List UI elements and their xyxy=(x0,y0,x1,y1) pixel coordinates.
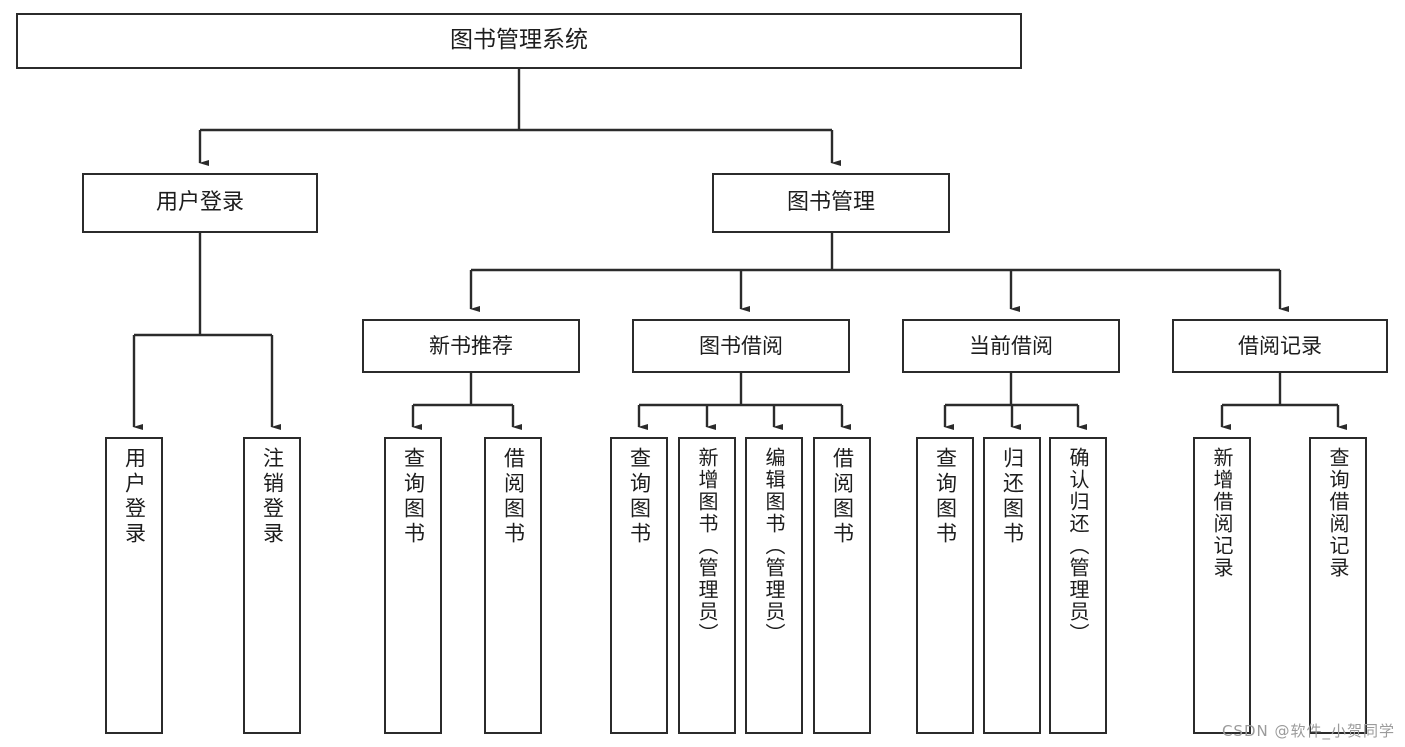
node-leaf-add-book-admin-label: 新增图书（管理员） xyxy=(695,447,719,645)
node-leaf-search-borrow-record-label: 查询借阅记录 xyxy=(1326,447,1350,579)
node-leaf-add-borrow-record[interactable]: 新增借阅记录 xyxy=(1193,437,1251,734)
node-new-book-recommend[interactable]: 新书推荐 xyxy=(362,319,580,373)
node-user-login[interactable]: 用户登录 xyxy=(82,173,318,233)
node-leaf-logout-label: 注销登录 xyxy=(260,447,285,547)
node-leaf-user-login-label: 用户登录 xyxy=(122,447,147,547)
node-leaf-logout[interactable]: 注销登录 xyxy=(243,437,301,734)
watermark: CSDN @软件_小贺同学 xyxy=(1221,722,1395,740)
node-leaf-recommend-borrow-book-label: 借阅图书 xyxy=(501,447,526,547)
node-leaf-return-book[interactable]: 归还图书 xyxy=(983,437,1041,734)
node-current-borrow-label: 当前借阅 xyxy=(969,333,1053,358)
node-book-management[interactable]: 图书管理 xyxy=(712,173,950,233)
node-book-borrow[interactable]: 图书借阅 xyxy=(632,319,850,373)
node-borrow-record-label: 借阅记录 xyxy=(1238,333,1322,358)
node-leaf-confirm-return-admin-label: 确认归还（管理员） xyxy=(1066,447,1090,645)
node-leaf-borrow-book[interactable]: 借阅图书 xyxy=(813,437,871,734)
node-leaf-add-borrow-record-label: 新增借阅记录 xyxy=(1210,447,1234,579)
node-leaf-edit-book-admin-label: 编辑图书（管理员） xyxy=(762,447,786,645)
node-leaf-edit-book-admin[interactable]: 编辑图书（管理员） xyxy=(745,437,803,734)
node-user-login-label: 用户登录 xyxy=(155,190,244,216)
node-leaf-current-search-book[interactable]: 查询图书 xyxy=(916,437,974,734)
node-leaf-borrow-book-label: 借阅图书 xyxy=(830,447,855,547)
node-leaf-borrow-search-book[interactable]: 查询图书 xyxy=(610,437,668,734)
node-book-management-label: 图书管理 xyxy=(786,190,875,216)
node-leaf-add-book-admin[interactable]: 新增图书（管理员） xyxy=(678,437,736,734)
node-leaf-current-search-book-label: 查询图书 xyxy=(933,447,958,547)
node-root-label: 图书管理系统 xyxy=(450,27,588,54)
node-book-borrow-label: 图书借阅 xyxy=(699,333,783,358)
node-leaf-return-book-label: 归还图书 xyxy=(1000,447,1025,547)
node-leaf-recommend-search-book[interactable]: 查询图书 xyxy=(384,437,442,734)
node-new-book-recommend-label: 新书推荐 xyxy=(429,333,513,358)
node-leaf-confirm-return-admin[interactable]: 确认归还（管理员） xyxy=(1049,437,1107,734)
node-leaf-recommend-borrow-book[interactable]: 借阅图书 xyxy=(484,437,542,734)
node-current-borrow[interactable]: 当前借阅 xyxy=(902,319,1120,373)
node-leaf-borrow-search-book-label: 查询图书 xyxy=(627,447,652,547)
node-leaf-search-borrow-record[interactable]: 查询借阅记录 xyxy=(1309,437,1367,734)
node-leaf-user-login[interactable]: 用户登录 xyxy=(105,437,163,734)
node-leaf-recommend-search-book-label: 查询图书 xyxy=(401,447,426,547)
node-borrow-record[interactable]: 借阅记录 xyxy=(1172,319,1388,373)
node-root[interactable]: 图书管理系统 xyxy=(16,13,1022,69)
